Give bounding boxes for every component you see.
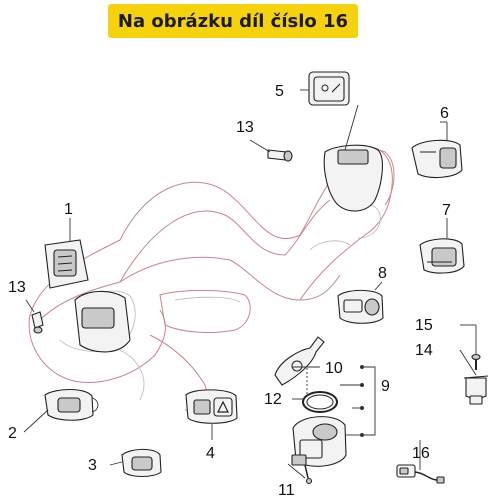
part-15-screw [471,353,481,370]
callout-5: 5 [275,83,284,100]
part-6-switch [411,139,463,179]
part-number-banner: Na obrázku díl číslo 16 [108,4,358,38]
callout-6: 6 [440,105,449,122]
part-13-bulb-top [267,149,293,162]
leader-lines [23,89,477,479]
part-16-connector [396,464,445,484]
callout-15: 15 [415,317,433,334]
part-12-o-ring [302,391,338,413]
callout-9: 9 [381,378,390,395]
part-14-bracket [463,375,489,405]
left-handlebar-housing [74,290,131,353]
callout-1: 1 [64,201,73,218]
ignition-lock-assembly [291,416,347,485]
callout-16: 16 [412,445,430,462]
part-2-switch [44,388,99,421]
right-handlebar-housing [323,144,383,212]
callout-14: 14 [415,342,433,359]
callout-12: 12 [264,391,282,408]
part-13-bulb-left [31,311,44,334]
part-3-switch [121,448,162,478]
callout-10: 10 [325,360,343,377]
callout-13-left: 13 [8,279,26,296]
callout-11: 11 [278,482,295,499]
part-7-switch [419,238,465,274]
part-5-switch-panel [308,71,350,106]
callout-4: 4 [206,445,215,462]
part-10-key [274,336,325,386]
callout-8: 8 [378,265,387,282]
banner-text: Na obrázku díl číslo 16 [117,10,349,32]
part-1-switch-block [44,239,89,289]
part-4-hazard-switch [185,389,238,424]
callout-7: 7 [442,202,451,219]
callout-13-top: 13 [236,119,254,136]
part-8-socket [337,289,384,324]
callout-3: 3 [88,457,97,474]
callout-labels: 5 6 13 1 7 13 8 15 14 10 9 12 2 4 3 16 1… [8,83,451,499]
callout-2: 2 [8,425,17,442]
